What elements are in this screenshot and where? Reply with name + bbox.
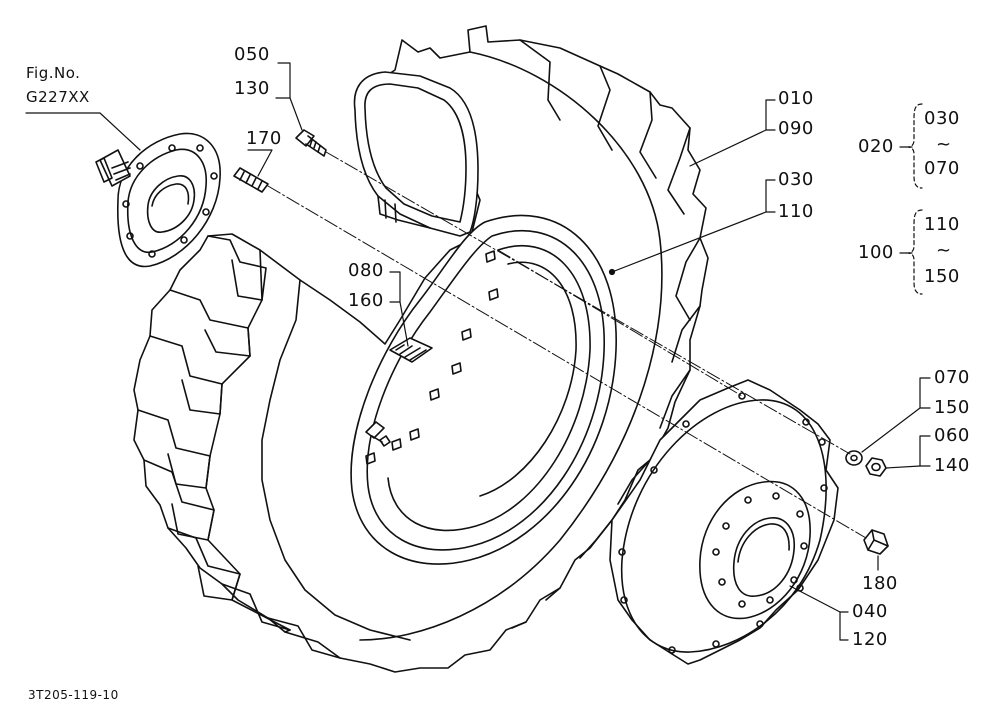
group-100-from: 110 [924,214,960,235]
stud-170 [233,167,269,193]
bolt-050 [295,129,327,157]
group-100-id: 100 [858,242,894,263]
group-020-to: 070 [924,158,960,179]
callout-140: 140 [934,455,970,476]
callout-030: 030 [778,169,814,190]
callout-180: 180 [862,573,898,594]
group-100-range: ~ [936,240,952,261]
callout-060: 060 [934,425,970,446]
inner-tube [353,71,479,237]
label-plate [389,337,433,363]
nut-060 [865,457,887,477]
callout-150: 150 [934,397,970,418]
group-020-range: ~ [936,134,952,155]
hub-flange [95,132,221,268]
callout-040: 040 [852,601,888,622]
group-020-from: 030 [924,108,960,129]
callout-170: 170 [246,128,282,149]
leader-lines [25,62,931,641]
group-100-to: 150 [924,266,960,287]
rim [350,214,617,565]
callout-080: 080 [348,260,384,281]
callout-090: 090 [778,118,814,139]
wheel-disc [609,379,839,665]
callout-070: 070 [934,367,970,388]
callout-010: 010 [778,88,814,109]
figure-ref-label: Fig.No. [26,64,81,82]
drawing-code: 3T205-119-10 [28,688,119,702]
callout-050: 050 [234,44,270,65]
callout-130: 130 [234,78,270,99]
callout-120: 120 [852,629,888,650]
assembly-lines [267,151,867,539]
callout-160: 160 [348,290,384,311]
callout-110: 110 [778,201,814,222]
group-020-id: 020 [858,136,894,157]
figure-ref-number: G227XX [26,88,90,106]
nut-180 [863,529,889,555]
washer [845,450,863,466]
